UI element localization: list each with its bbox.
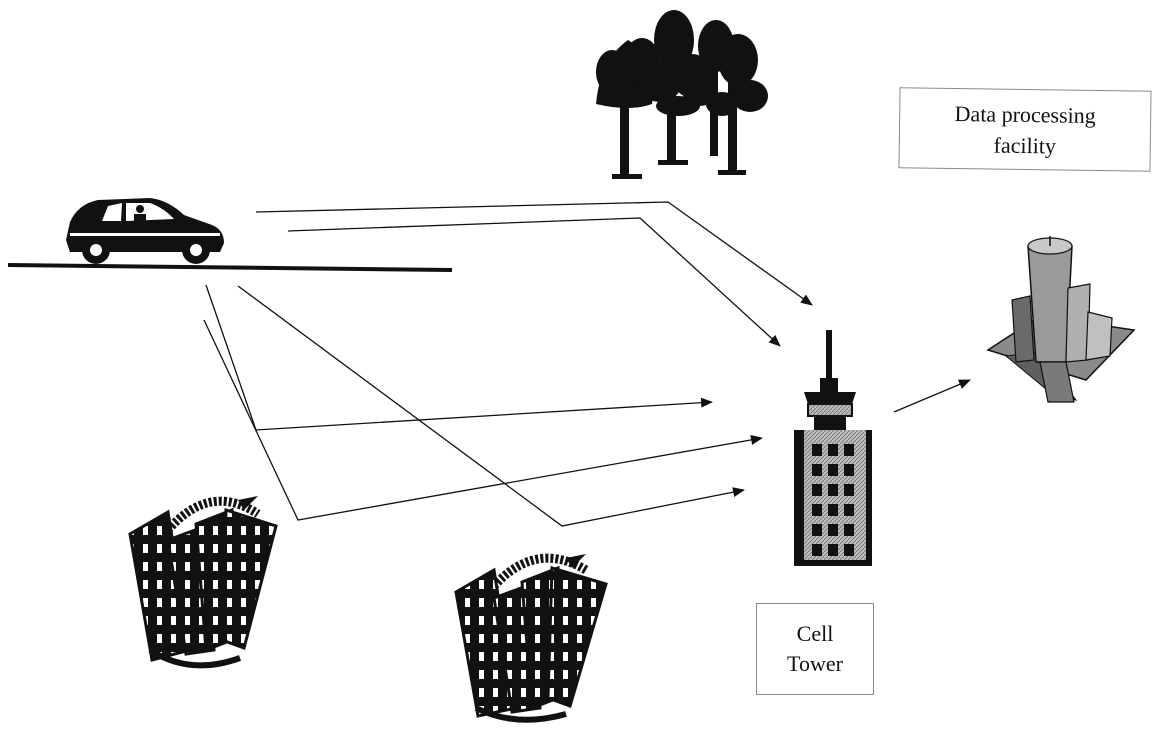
data-facility-icon — [986, 236, 1136, 403]
cell-tower-label: Cell Tower — [756, 603, 874, 695]
facility-label-line1: Data processing — [954, 100, 1096, 128]
data-processing-facility-label: Data processing facility — [898, 87, 1152, 172]
signal-path-1 — [255, 201, 813, 306]
tower-label-line1: Cell — [796, 621, 834, 646]
trees-icon — [596, 10, 768, 179]
signal-path-2 — [287, 217, 781, 347]
facility-label-line2: facility — [993, 132, 1057, 158]
cell-tower-icon — [794, 330, 872, 566]
city-buildings-icon — [454, 553, 608, 723]
road-line — [7, 263, 453, 272]
car-icon — [66, 198, 224, 264]
tower-label-line2: Tower — [787, 651, 843, 676]
signal-path-to-facility — [893, 379, 971, 413]
city-buildings-icon — [128, 496, 278, 669]
signal-path-5 — [237, 285, 745, 527]
signal-path-3 — [205, 284, 713, 431]
signal-paths — [203, 201, 971, 527]
signal-path-4 — [203, 319, 763, 521]
